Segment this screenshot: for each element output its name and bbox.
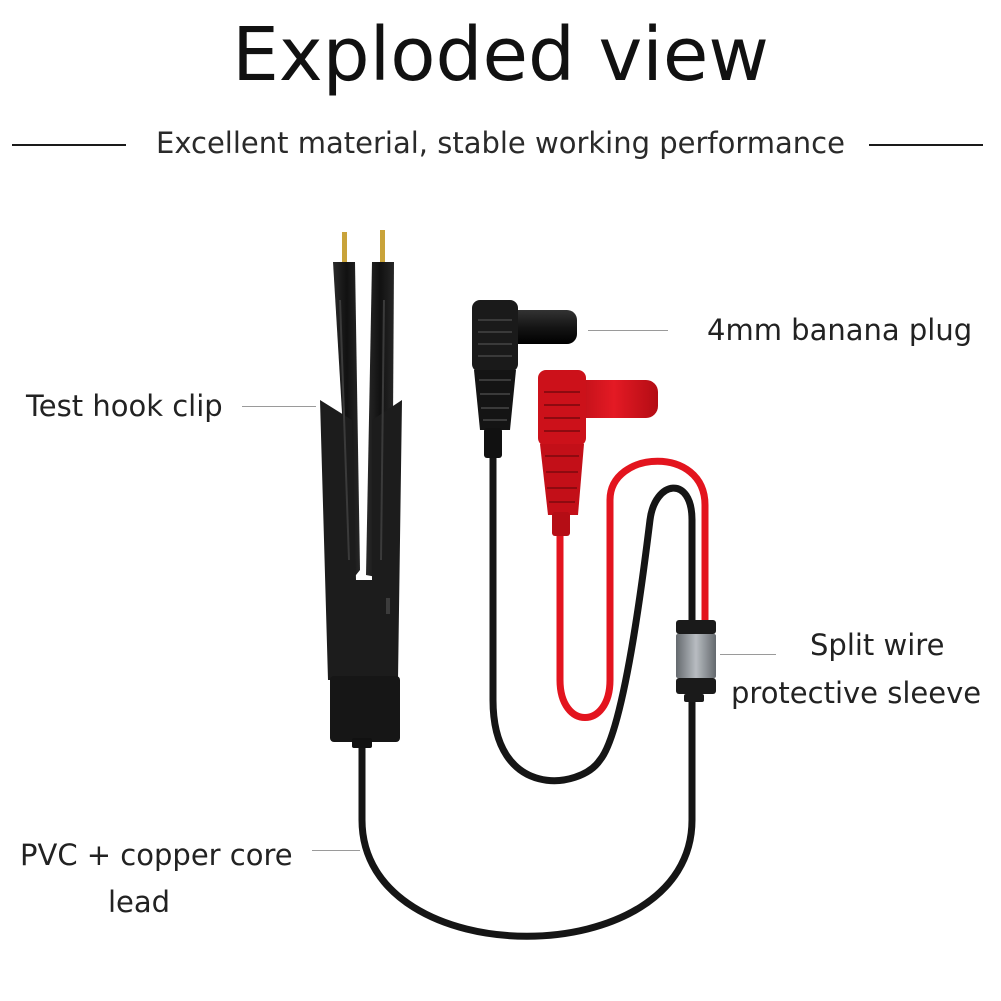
subtitle-rule-left (12, 144, 126, 146)
test-hook-clip-label: Test hook clip (26, 389, 223, 423)
split-wire-label-line2: protective sleeve (731, 676, 982, 710)
page-title: Exploded view (232, 12, 769, 98)
tweezer-test-clip (320, 230, 402, 748)
red-wire (556, 457, 709, 721)
split-wire-leader (720, 654, 776, 655)
subtitle-rule-right (869, 144, 983, 146)
banana-plug-leader (588, 330, 668, 331)
test-hook-clip-leader (242, 406, 316, 407)
pvc-lead-label-line1: PVC + copper core (20, 838, 293, 872)
page-subtitle: Excellent material, stable working perfo… (156, 126, 845, 160)
split-wire-label-line1: Split wire (810, 628, 945, 662)
pvc-lead-leader (312, 850, 360, 851)
red-banana-plug (538, 370, 658, 536)
black-banana-plug (472, 300, 577, 458)
pvc-copper-lead (358, 696, 696, 940)
protective-sleeve (676, 620, 716, 702)
banana-plug-label: 4mm banana plug (707, 313, 973, 347)
black-wire (489, 451, 696, 785)
pvc-lead-label-line2: lead (108, 885, 171, 919)
